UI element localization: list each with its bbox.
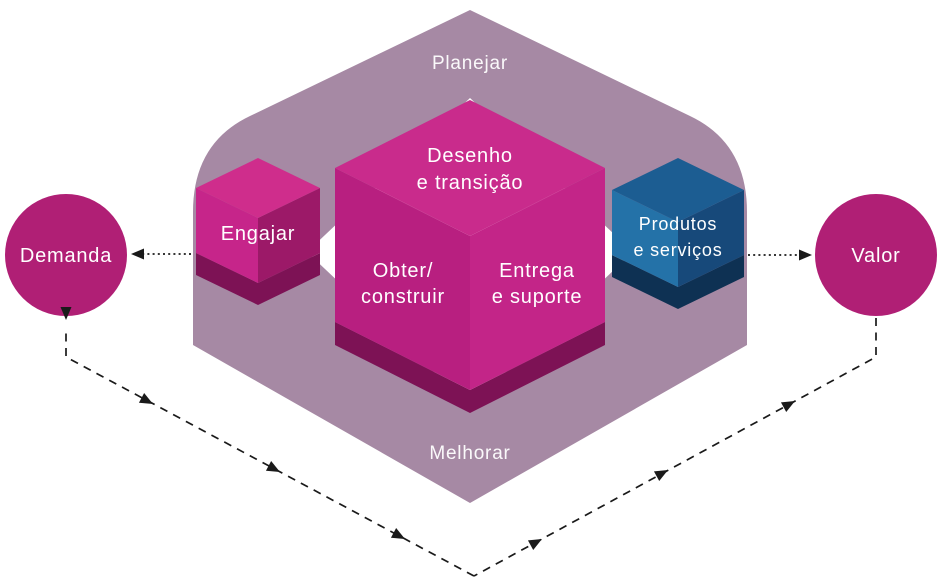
products-cube: Produtos e serviços [612, 158, 744, 309]
value-node: Valor [815, 194, 937, 316]
core-cube-right-label-line2: e suporte [492, 286, 583, 308]
core-cube-left-face [335, 168, 470, 390]
core-cube-left-label-line1: Obter/ [373, 260, 433, 282]
core-cube-shadow-left [335, 322, 470, 413]
products-cube-top-face [612, 158, 744, 222]
core-cube: Desenho e transição Obter/ construir Ent… [335, 100, 605, 413]
core-cube-shadow-right [470, 322, 605, 413]
melhorar-label: Melhorar [429, 443, 510, 464]
value-arrowhead [799, 249, 812, 261]
value-label: Valor [851, 245, 900, 267]
core-cube-right-face [470, 168, 605, 390]
demand-node: Demanda [5, 194, 127, 316]
planejar-label: Planejar [432, 53, 508, 74]
value-chain-band [193, 10, 747, 503]
engage-cube: Engajar [196, 158, 320, 305]
products-cube-shadow-right [678, 255, 744, 309]
demand-arrowhead [131, 248, 144, 260]
products-cube-left-face [612, 190, 678, 287]
value-dotted-arrow [748, 249, 812, 261]
feedback-arrowhead-demand [60, 307, 72, 320]
core-cube-right-label-line1: Entrega [499, 260, 575, 282]
feedback-arrowhead [527, 539, 542, 551]
feedback-dashed-loop [60, 307, 877, 577]
engage-cube-top-face [196, 158, 320, 218]
engage-cube-shadow-right [258, 253, 320, 305]
core-cube-top-face [335, 100, 605, 236]
demand-circle [5, 194, 127, 316]
feedback-arrowhead [390, 528, 405, 539]
feedback-arrowhead [653, 470, 668, 482]
products-cube-label-line1: Produtos [639, 214, 717, 234]
core-cube-top-label-line2: e transição [417, 172, 524, 194]
products-cube-right-face [678, 190, 744, 287]
core-cube-left-label-line2: construir [361, 286, 445, 308]
feedback-arrowhead [265, 461, 280, 472]
products-cube-label-line2: e serviços [633, 240, 722, 260]
feedback-path-left [65, 330, 475, 577]
core-cube-top-label-line1: Desenho [427, 145, 513, 167]
feedback-arrowhead [780, 401, 795, 413]
products-cube-shadow-left [612, 255, 678, 309]
engage-cube-left-face [196, 188, 258, 283]
engage-cube-shadow-left [196, 253, 258, 305]
demand-label: Demanda [20, 245, 112, 267]
value-circle [815, 194, 937, 316]
engage-cube-label: Engajar [221, 223, 296, 245]
feedback-arrowhead [138, 393, 153, 404]
engage-cube-right-face [258, 188, 320, 283]
demand-dotted-arrow [131, 248, 191, 260]
